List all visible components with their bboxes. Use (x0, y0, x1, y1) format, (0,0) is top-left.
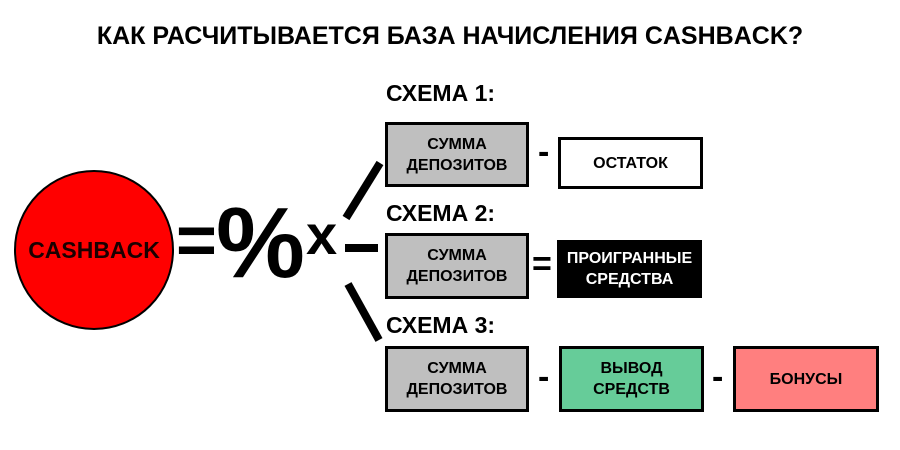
scheme-1-minus: - (538, 133, 550, 171)
scheme-2-label: СХЕМА 2: (386, 200, 496, 226)
equals-sign: = (176, 201, 217, 279)
scheme-3-label: СХЕМА 3: (386, 312, 496, 338)
diagram-title: КАК РАСЧИТЫВАЕТСЯ БАЗА НАЧИСЛЕНИЯ CASHBA… (96, 22, 804, 50)
percent-sign: % (216, 187, 305, 299)
scheme-3-withdrawal-box: ВЫВОД СРЕДСТВ (559, 346, 704, 412)
cashback-circle: CASHBACK (14, 170, 174, 330)
branch-line-3 (344, 282, 383, 342)
scheme-2-lost-funds-box: ПРОИГРАННЫЕ СРЕДСТВА (557, 240, 702, 298)
cashback-label: CASHBACK (28, 236, 160, 263)
branch-line-1 (342, 160, 384, 221)
scheme-1-balance-box: ОСТАТОК (558, 137, 703, 189)
scheme-1-deposits-box: СУММА ДЕПОЗИТОВ (385, 122, 529, 187)
scheme-3-minus-1: - (538, 358, 550, 396)
scheme-3-bonuses-box: БОНУСЫ (733, 346, 879, 412)
scheme-1-label: СХЕМА 1: (386, 80, 496, 106)
scheme-2-deposits-box: СУММА ДЕПОЗИТОВ (385, 233, 529, 299)
scheme-3-deposits-box: СУММА ДЕПОЗИТОВ (385, 346, 529, 412)
scheme-3-minus-2: - (712, 358, 724, 396)
scheme-2-equals: = (532, 245, 552, 283)
times-sign: x (306, 203, 338, 266)
